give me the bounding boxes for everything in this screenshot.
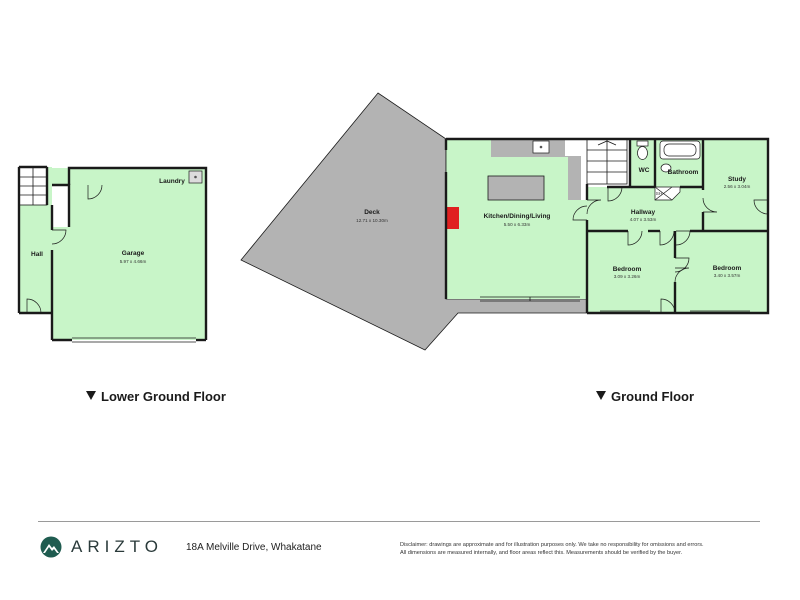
property-address: 18A Melville Drive, Whakatane: [186, 542, 322, 553]
study-label: Study: [728, 176, 746, 183]
ground-floor-label: Ground Floor: [596, 389, 694, 404]
ground-floor-plan: Deck 12.71 x 10.30m Kitchen/Dining/Livin…: [240, 92, 770, 351]
kitchen-dims: 5.50 x 6.33m: [504, 222, 531, 227]
bedroom-2-room: [675, 231, 768, 313]
lower-walls: [17, 165, 208, 342]
lower-ground-floor-text: Lower Ground Floor: [101, 389, 226, 404]
laundry-tub: [188, 170, 203, 184]
kitchen-bench-top: [491, 139, 581, 200]
bedroom-1-dims: 3.09 x 3.26m: [614, 274, 641, 279]
disclaimer-line-1: Disclaimer: drawings are approximate and…: [400, 542, 704, 548]
lower-doors: [26, 184, 103, 314]
footer-divider: [38, 521, 760, 522]
ground-stairs: [586, 138, 628, 185]
deck-label: Deck: [364, 209, 380, 216]
disclaimer-line-2: All dimensions are measured internally, …: [400, 550, 683, 556]
study-room: [703, 139, 768, 231]
toilet-fixture: [636, 140, 649, 160]
shower-label: SH: [656, 191, 662, 196]
ground-walls: [444, 137, 770, 315]
bedroom-2-label: Bedroom: [713, 265, 742, 272]
down-triangle-icon: [596, 391, 606, 400]
bedroom-1-label: Bedroom: [613, 266, 642, 273]
fireplace: [446, 207, 459, 229]
lower-ground-floor-label: Lower Ground Floor: [86, 389, 226, 404]
deck-dims: 12.71 x 10.30m: [356, 218, 388, 223]
lower-ground-floor-plan: Hall Laundry Garage 5.97 x 4.66m: [17, 165, 208, 343]
sliding-doors: [445, 150, 580, 302]
wc-label: WC: [639, 167, 650, 174]
kitchen-island: [487, 175, 545, 201]
ground-doors: [572, 186, 769, 314]
garage-label: Garage: [122, 250, 145, 257]
study-dims: 2.56 x 3.04m: [724, 184, 751, 189]
basin-fixture: [660, 163, 672, 173]
brand-logo: ARIZTO: [40, 536, 163, 558]
bathroom-label: Bathroom: [668, 169, 699, 176]
laundry-label: Laundry: [159, 178, 185, 185]
down-triangle-icon: [86, 391, 96, 400]
hall-stairs: [18, 166, 48, 206]
hallway-label: Hallway: [631, 209, 656, 216]
disclaimer: Disclaimer: drawings are approximate and…: [400, 541, 760, 557]
garage-dims: 5.97 x 4.66m: [120, 259, 147, 264]
shower-fixture: [654, 186, 681, 201]
kitchen-label: Kitchen/Dining/Living: [484, 213, 551, 220]
garage-door: [72, 337, 196, 343]
brand-name: ARIZTO: [71, 537, 164, 556]
kitchen-dining-living-room: [446, 139, 587, 299]
mountain-logo-icon: [40, 536, 62, 558]
bath-fixture: [659, 140, 701, 160]
bedroom-2-dims: 3.40 x 3.57m: [714, 273, 741, 278]
ground-floor-text: Ground Floor: [611, 389, 695, 404]
hall-label: Hall: [31, 251, 43, 258]
kitchen-sink: [532, 140, 550, 154]
garage-room: [52, 168, 206, 340]
hallway-dims: 4.07 x 3.53m: [630, 217, 657, 222]
